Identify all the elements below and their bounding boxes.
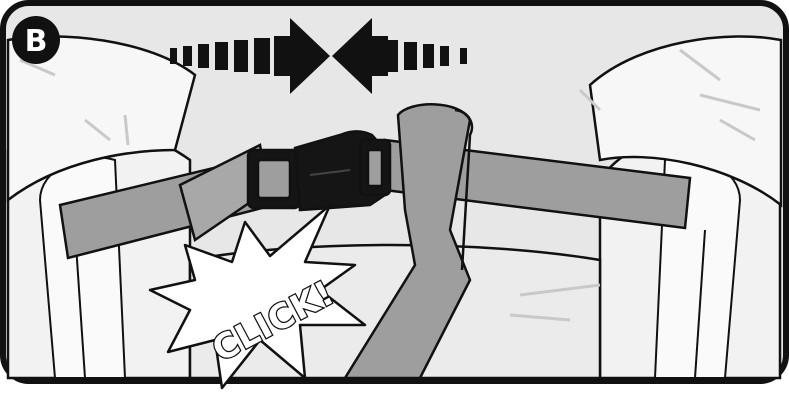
step-label: B: [25, 24, 48, 59]
step-badge: B: [12, 16, 60, 64]
